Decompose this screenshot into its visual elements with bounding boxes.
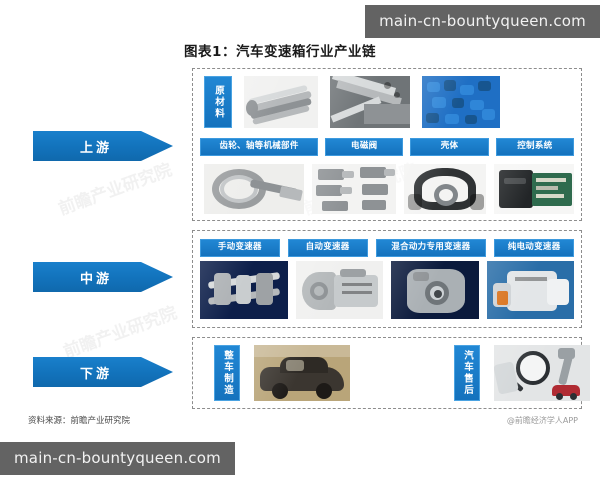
watermark-bottom: main-cn-bountyqueen.com: [0, 442, 235, 475]
aluminum-profiles-image: [330, 76, 410, 128]
product-label-manual[interactable]: 手动变速器: [200, 239, 280, 257]
hybrid-transmission-image: [391, 261, 479, 319]
steel-tubes-image: [244, 76, 318, 128]
page-title: 图表1：汽车变速箱行业产业链: [184, 44, 376, 60]
vehicle-assembly-image: [254, 345, 350, 401]
midstream-product-labels: 手动变速器 自动变速器 混合动力专用变速器 纯电动变速器: [200, 239, 574, 257]
upstream-component-images: [204, 164, 574, 214]
transmission-housing-image: [403, 164, 486, 214]
credit-note: @前瞻经济学人APP: [506, 416, 578, 425]
tier-arrow-midstream-label: 中游: [79, 271, 112, 287]
gear-shaft-image: [204, 164, 304, 214]
tier-arrow-downstream-label: 下游: [79, 366, 112, 382]
ev-transmission-image: [486, 261, 574, 319]
manual-transmission-image: [200, 261, 288, 319]
watermark-top: main-cn-bountyqueen.com: [365, 5, 600, 38]
component-label-housing[interactable]: 壳体: [410, 138, 489, 156]
component-label-gears[interactable]: 齿轮、轴等机械部件: [200, 138, 319, 156]
downstream-segment-row: 整车制造 汽车售后: [214, 345, 590, 401]
product-label-hybrid[interactable]: 混合动力专用变速器: [375, 239, 487, 257]
upstream-raw-material-row: 原材料: [204, 76, 500, 128]
automatic-transmission-image: [295, 261, 383, 319]
control-unit-image: [493, 164, 574, 214]
segment-label-aftersales[interactable]: 汽车售后: [454, 345, 480, 401]
background-watermark-2: 前瞻产业研究院: [61, 303, 180, 363]
aftersales-service-image: [494, 345, 590, 401]
source-note: 资料来源：前瞻产业研究院: [28, 416, 131, 426]
component-label-solenoid[interactable]: 电磁阀: [325, 138, 404, 156]
raw-material-label: 原材料: [204, 76, 232, 128]
segment-label-vehicle-assembly[interactable]: 整车制造: [214, 345, 240, 401]
tier-arrow-downstream[interactable]: 下游: [33, 353, 173, 391]
tier-arrow-upstream-label: 上游: [79, 140, 112, 156]
upstream-component-labels: 齿轮、轴等机械部件 电磁阀 壳体 控制系统: [200, 138, 575, 156]
plastic-pellets-image: [422, 76, 500, 128]
solenoid-valve-image: [311, 164, 396, 214]
product-label-automatic[interactable]: 自动变速器: [287, 239, 368, 257]
tier-arrow-midstream[interactable]: 中游: [33, 258, 173, 296]
background-watermark-1: 前瞻产业研究院: [56, 160, 175, 220]
product-label-ev[interactable]: 纯电动变速器: [494, 239, 574, 257]
tier-arrow-upstream[interactable]: 上游: [33, 127, 173, 165]
midstream-product-images: [200, 261, 574, 319]
component-label-control[interactable]: 控制系统: [495, 138, 575, 156]
